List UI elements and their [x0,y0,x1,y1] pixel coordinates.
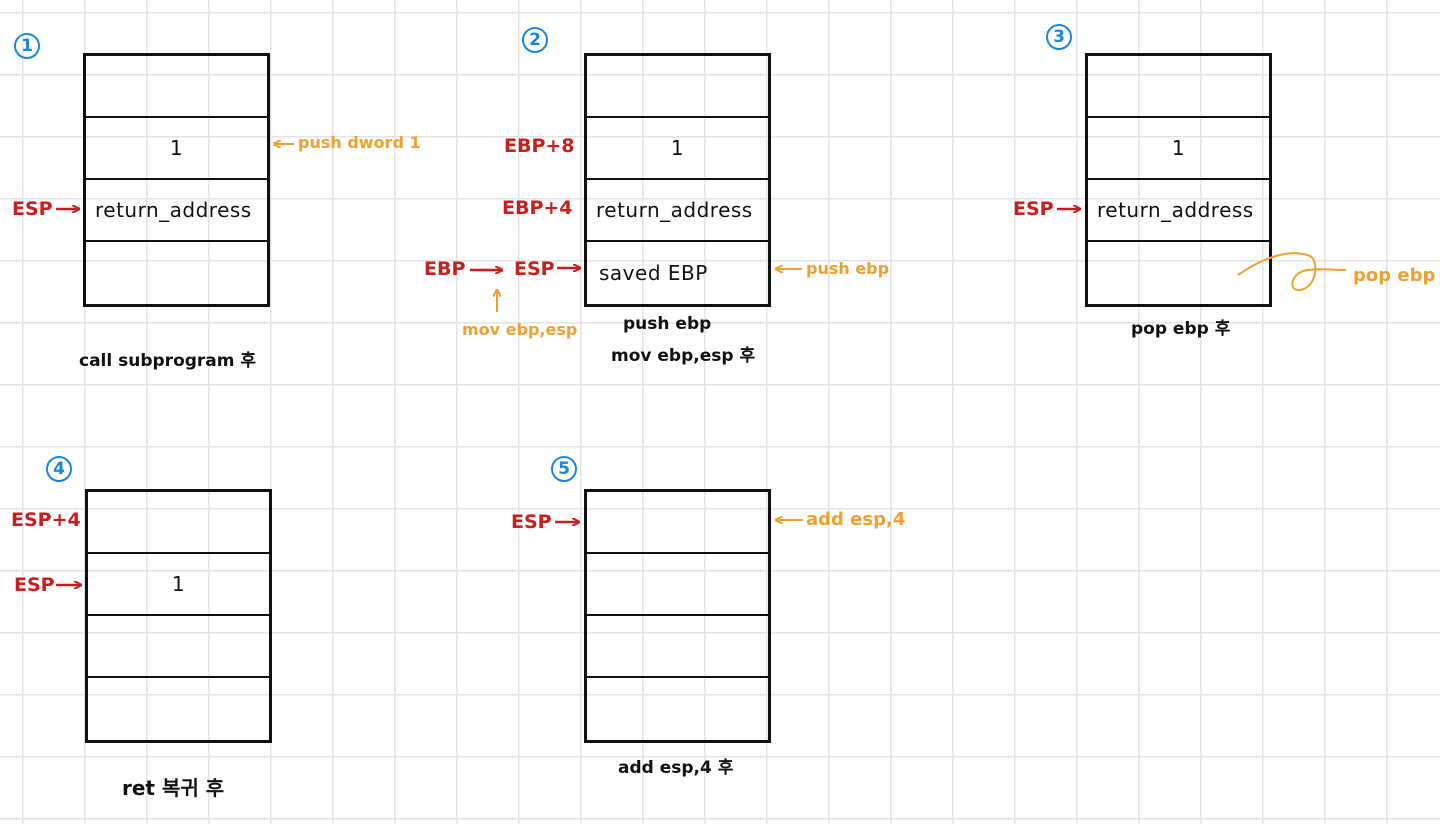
stack-3-cell-2: 1 [1088,118,1269,180]
stack-3-cell-4 [1088,242,1269,304]
pop-ebp-note: pop ebp [1353,265,1436,286]
step-2-number: 2 [522,27,548,53]
caption-4: ret 복귀 후 [122,776,225,800]
stack-4-cell-2: 1 [88,554,269,616]
stack-2-cell-3: return_address [587,180,768,242]
ebp-label-2: EBP [424,258,466,280]
add-esp-note: add esp,4 [806,509,906,530]
stack-2-cell-2: 1 [587,118,768,180]
caption-3: pop ebp 후 [1131,319,1231,339]
caption-5: add esp,4 후 [618,758,734,778]
stack-4-cell-4 [88,678,269,740]
esp-label-4: ESP [14,574,55,596]
push-note-1: push dword 1 [298,133,421,152]
caption-2-line-1: push ebp [623,314,712,334]
stack-2-cell-1 [587,56,768,118]
stack-5-cell-1 [587,492,768,554]
stack-1-cell-1 [86,56,267,118]
esp-label-5: ESP [511,511,552,533]
step-3-number: 3 [1046,24,1072,50]
stack-1-cell-3: return_address [86,180,267,242]
stack-3-cell-3: return_address [1088,180,1269,242]
stack-5-cell-4 [587,678,768,740]
stack-4: 1 [85,489,272,743]
ebp-plus-8-label: EBP+8 [504,135,575,157]
esp-label-1: ESP [12,198,53,220]
stack-1-cell-4 [86,242,267,304]
stack-2: 1 return_address saved EBP [584,53,771,307]
stack-5-cell-3 [587,616,768,678]
stack-1-cell-2: 1 [86,118,267,180]
stack-5-cell-2 [587,554,768,616]
mov-ebp-esp-note: mov ebp,esp [462,320,578,339]
stack-5 [584,489,771,743]
ebp-plus-4-label: EBP+4 [502,197,573,219]
stack-2-cell-4: saved EBP [599,261,708,285]
stack-4-cell-1 [88,492,269,554]
stack-4-cell-3 [88,616,269,678]
caption-1: call subprogram 후 [79,351,257,371]
esp-label-3: ESP [1013,198,1054,220]
stack-1: 1 return_address [83,53,270,307]
stack-3: 1 return_address [1085,53,1272,307]
stack-3-cell-1 [1088,56,1269,118]
esp-plus-4-label: ESP+4 [11,509,81,531]
push-ebp-note: push ebp [806,259,890,278]
step-4-number: 4 [46,456,72,482]
step-5-number: 5 [551,456,577,482]
esp-label-2: ESP [514,258,555,280]
step-1-number: 1 [14,33,40,59]
caption-2-line-2: mov ebp,esp 후 [611,346,756,366]
